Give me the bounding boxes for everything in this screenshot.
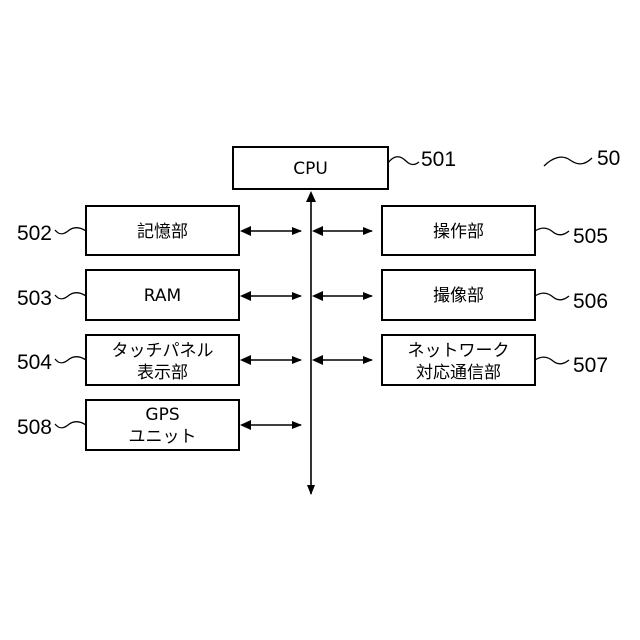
- network-ref: 507: [573, 354, 608, 377]
- imaging-arrow-left: [312, 291, 323, 301]
- cpu-ref-leader: [388, 157, 419, 165]
- ram-ref-leader: [55, 293, 86, 299]
- touch-panel-label-line2: 表示部: [137, 363, 188, 383]
- storage-label: 記憶部: [137, 222, 188, 242]
- cpu-ref: 501: [421, 148, 456, 171]
- cpu-label: CPU: [293, 159, 328, 179]
- operation-label: 操作部: [433, 222, 484, 242]
- figure-ref: 50: [544, 147, 620, 170]
- imaging-ref-leader: [535, 293, 569, 300]
- ram-block: RAM 503: [17, 270, 301, 320]
- touch-panel-arrow-left: [240, 355, 251, 365]
- imaging-ref: 506: [573, 290, 608, 313]
- storage-block: 記憶部 502: [17, 206, 301, 255]
- touch-panel-block: タッチパネル 表示部 504: [17, 335, 301, 385]
- network-label-line1: ネットワーク: [408, 341, 510, 361]
- gps-arrow-left: [240, 420, 251, 430]
- bus-top-arrow: [306, 191, 316, 202]
- network-ref-leader: [535, 357, 569, 364]
- storage-ref: 502: [17, 222, 52, 245]
- operation-ref-leader: [535, 228, 569, 235]
- storage-arrow-left: [240, 226, 251, 236]
- touch-panel-label-line1: タッチパネル: [112, 341, 214, 361]
- operation-block: 操作部 505: [312, 206, 608, 255]
- figure-ref-leader: [544, 157, 592, 166]
- network-arrow-left: [312, 355, 323, 365]
- gps-label-line2: ユニット: [129, 427, 197, 447]
- cpu-block: CPU 501: [233, 147, 456, 189]
- touch-panel-ref-leader: [55, 357, 86, 363]
- network-block: ネットワーク 対応通信部 507: [312, 335, 608, 385]
- network-label-line2: 対応通信部: [416, 363, 501, 383]
- gps-ref: 508: [17, 416, 52, 439]
- operation-ref: 505: [573, 225, 608, 248]
- ram-arrow-left: [240, 291, 251, 301]
- touch-panel-ref: 504: [17, 351, 52, 374]
- gps-block: GPS ユニット 508: [17, 400, 301, 450]
- gps-ref-leader: [55, 422, 86, 428]
- operation-arrow-left: [312, 226, 323, 236]
- gps-label-line1: GPS: [145, 405, 179, 425]
- ram-ref: 503: [17, 287, 52, 310]
- ram-label: RAM: [144, 286, 181, 306]
- imaging-label: 撮像部: [433, 286, 484, 306]
- imaging-block: 撮像部 506: [312, 270, 608, 320]
- figure-ref-label: 50: [597, 147, 620, 170]
- storage-ref-leader: [55, 228, 86, 234]
